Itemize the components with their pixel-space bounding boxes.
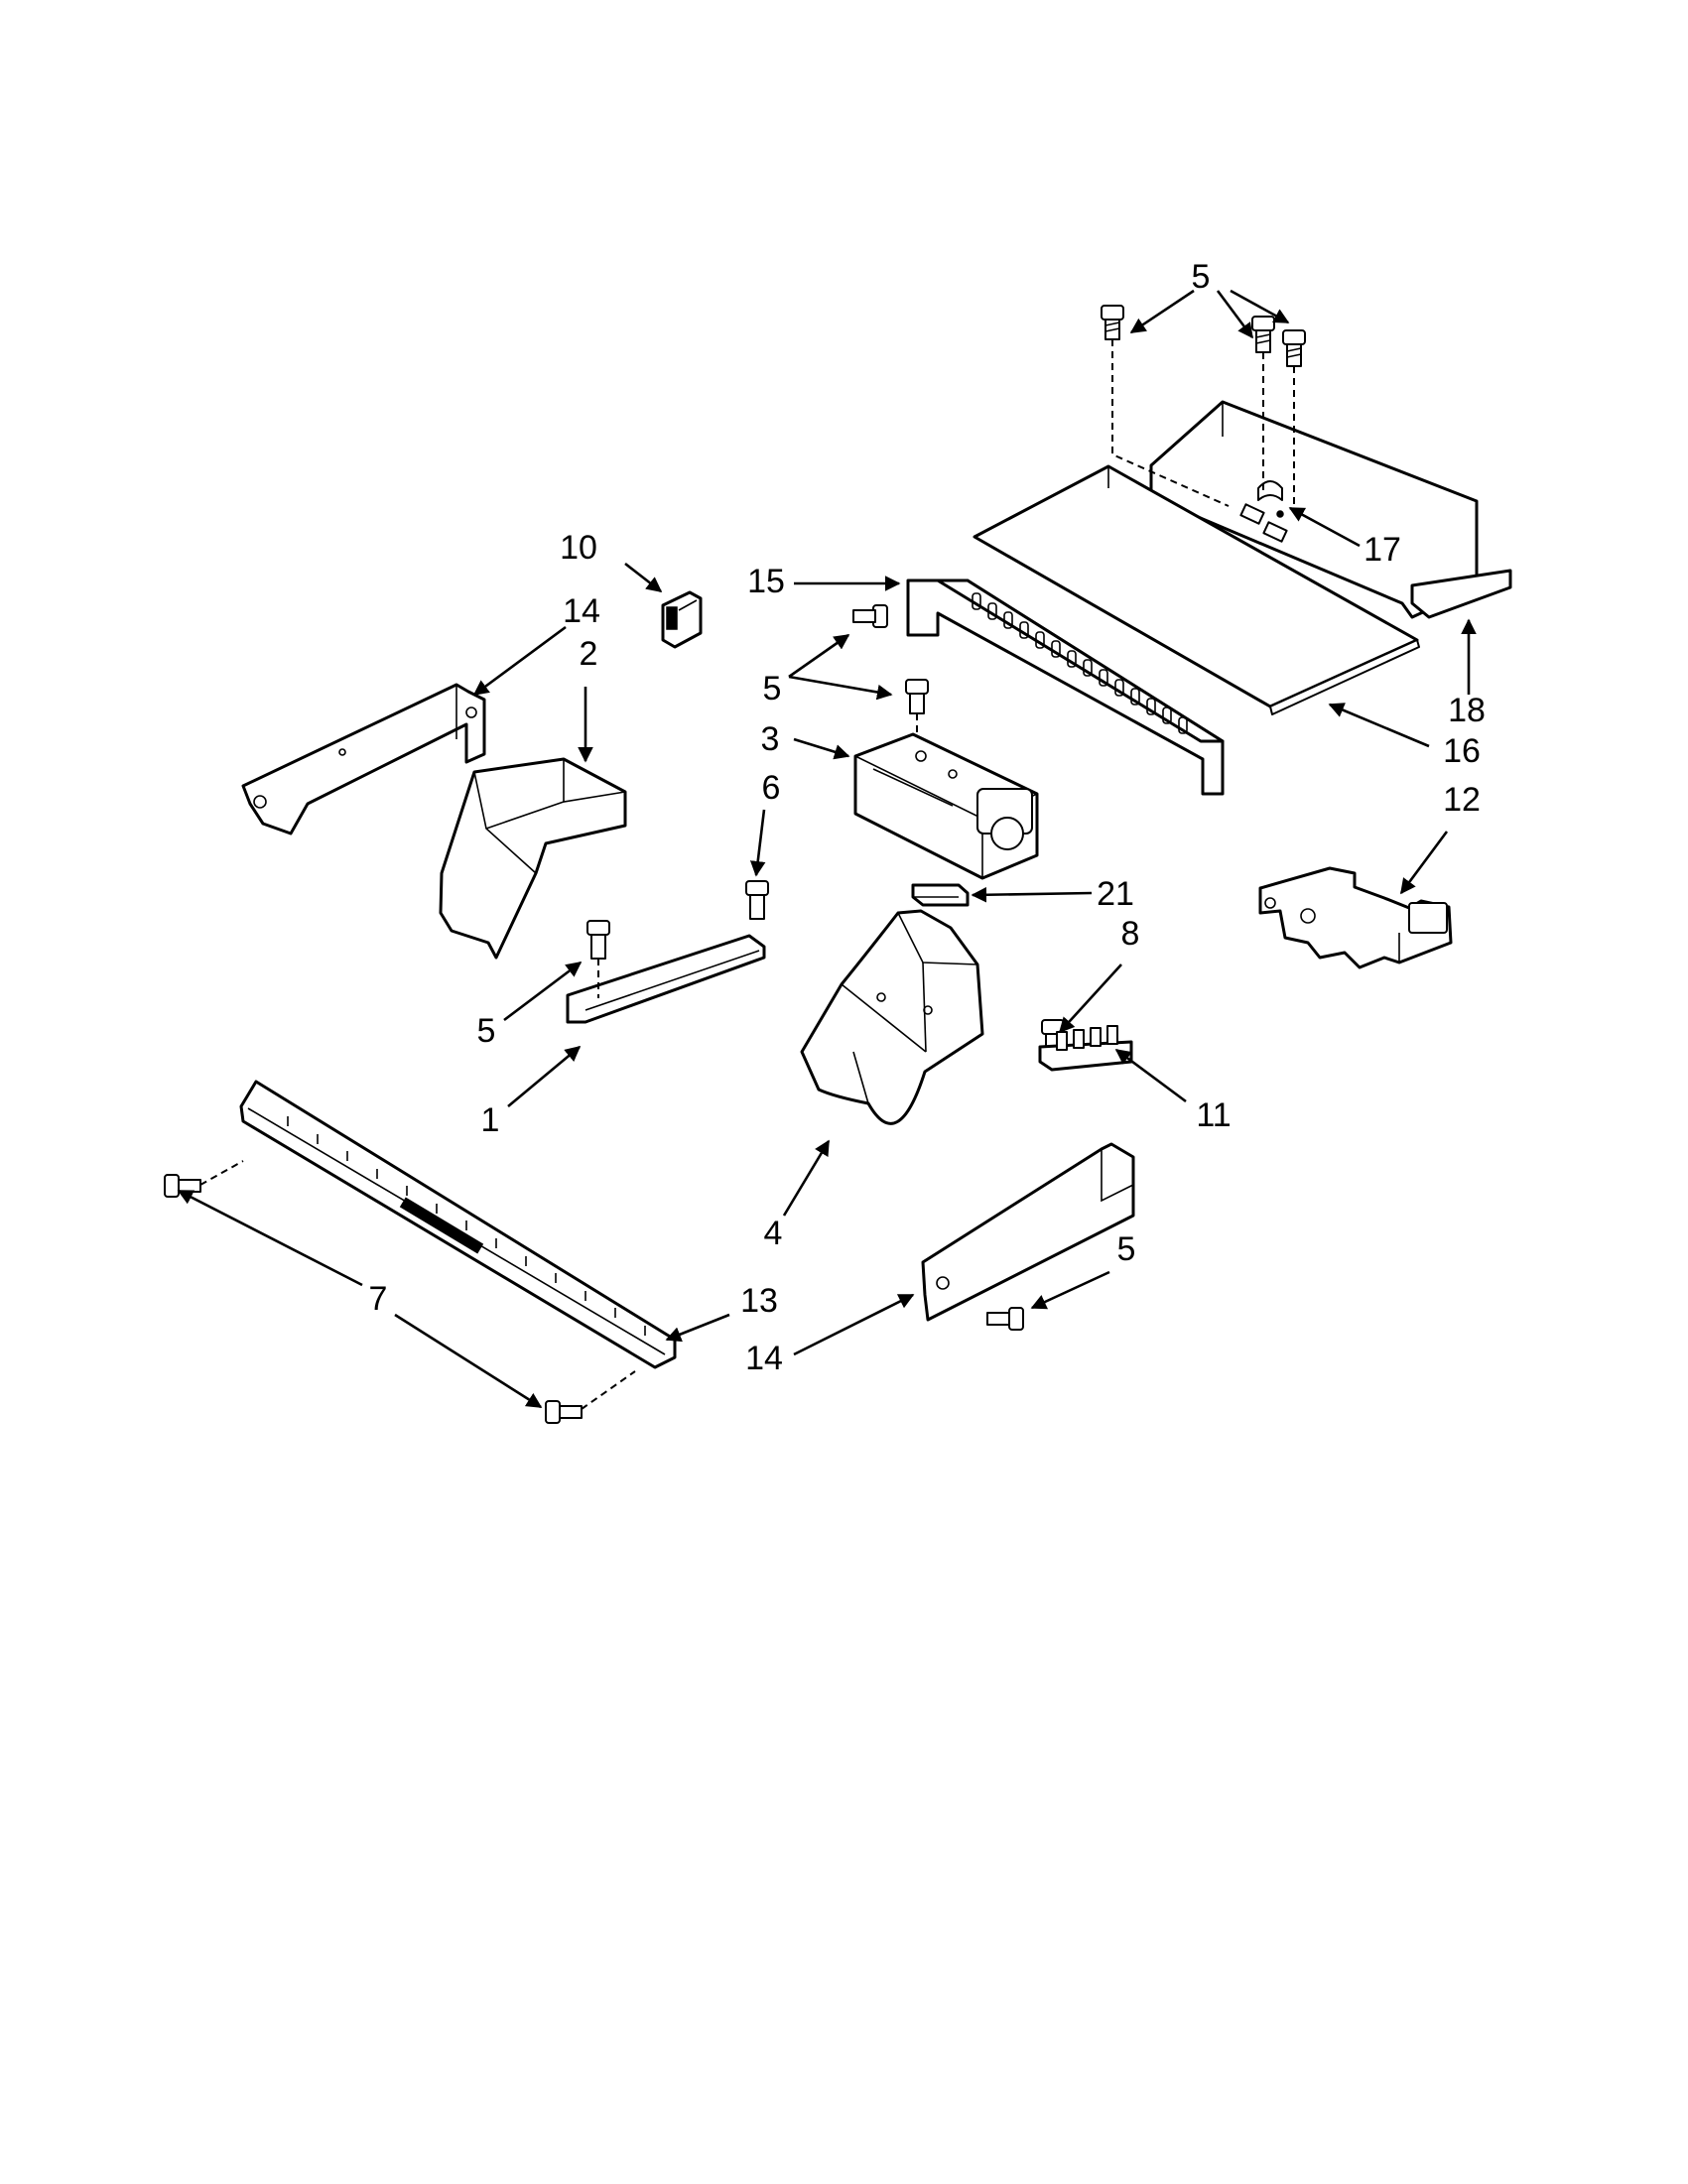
- screw-5-middle-lower: [905, 679, 929, 739]
- part-11-terminal-block: [1038, 1025, 1133, 1072]
- part-2-duct: [439, 757, 627, 960]
- screw-5-top-left: [1101, 305, 1124, 340]
- part-1-rail: [566, 934, 766, 1024]
- part-14-right-side-bracket: [921, 1142, 1135, 1322]
- part-10-switch: [661, 590, 703, 649]
- screw-5-left: [586, 920, 610, 998]
- callout-4: 4: [764, 1215, 783, 1252]
- callout-16: 16: [1443, 732, 1481, 770]
- screw-7-right: [545, 1370, 636, 1424]
- callout-10: 10: [560, 529, 597, 567]
- callout-3: 3: [761, 720, 780, 758]
- screw-5-middle-upper: [852, 604, 888, 628]
- screw-5-top-middle: [1251, 316, 1275, 353]
- callout-14-left: 14: [563, 592, 600, 630]
- part-21-spacer: [911, 883, 970, 907]
- callout-5-top: 5: [1192, 258, 1211, 296]
- callout-18: 18: [1448, 692, 1486, 729]
- screw-6: [745, 880, 769, 920]
- callout-5-bottom: 5: [1117, 1230, 1136, 1268]
- part-3-gas-valve: [853, 732, 1039, 880]
- part-15-vented-rail: [906, 578, 1225, 796]
- callout-21: 21: [1097, 875, 1134, 913]
- callout-14-right: 14: [745, 1340, 783, 1377]
- callout-15: 15: [747, 563, 785, 600]
- callout-1: 1: [481, 1101, 500, 1139]
- screw-5-bottom: [986, 1307, 1024, 1331]
- part-16-insulation-sheet: [973, 464, 1420, 715]
- callout-12: 12: [1443, 781, 1481, 819]
- callout-2: 2: [580, 635, 598, 673]
- callout-5-left: 5: [477, 1012, 496, 1050]
- callout-11: 11: [1196, 1096, 1231, 1134]
- callout-5-mid: 5: [763, 670, 782, 707]
- part-18-cover-plate: [1149, 400, 1512, 619]
- leader-lines: [177, 289, 1477, 1409]
- callout-13: 13: [740, 1282, 778, 1320]
- callout-7: 7: [369, 1280, 388, 1318]
- callout-17: 17: [1363, 531, 1401, 569]
- screw-5-top-right: [1282, 329, 1306, 367]
- part-4-burner-shield: [800, 909, 984, 1125]
- callout-labels: 5 10 14 2 15 17 5 3 18 16 6 12 21 5 8 1 …: [369, 258, 1486, 1377]
- part-13-front-rail: [239, 1080, 677, 1369]
- callout-6: 6: [762, 769, 781, 807]
- callout-8: 8: [1121, 915, 1140, 953]
- part-14-left-side-bracket: [241, 683, 486, 835]
- part-12-mounting-bracket: [1258, 866, 1453, 969]
- screw-7-left: [164, 1160, 244, 1198]
